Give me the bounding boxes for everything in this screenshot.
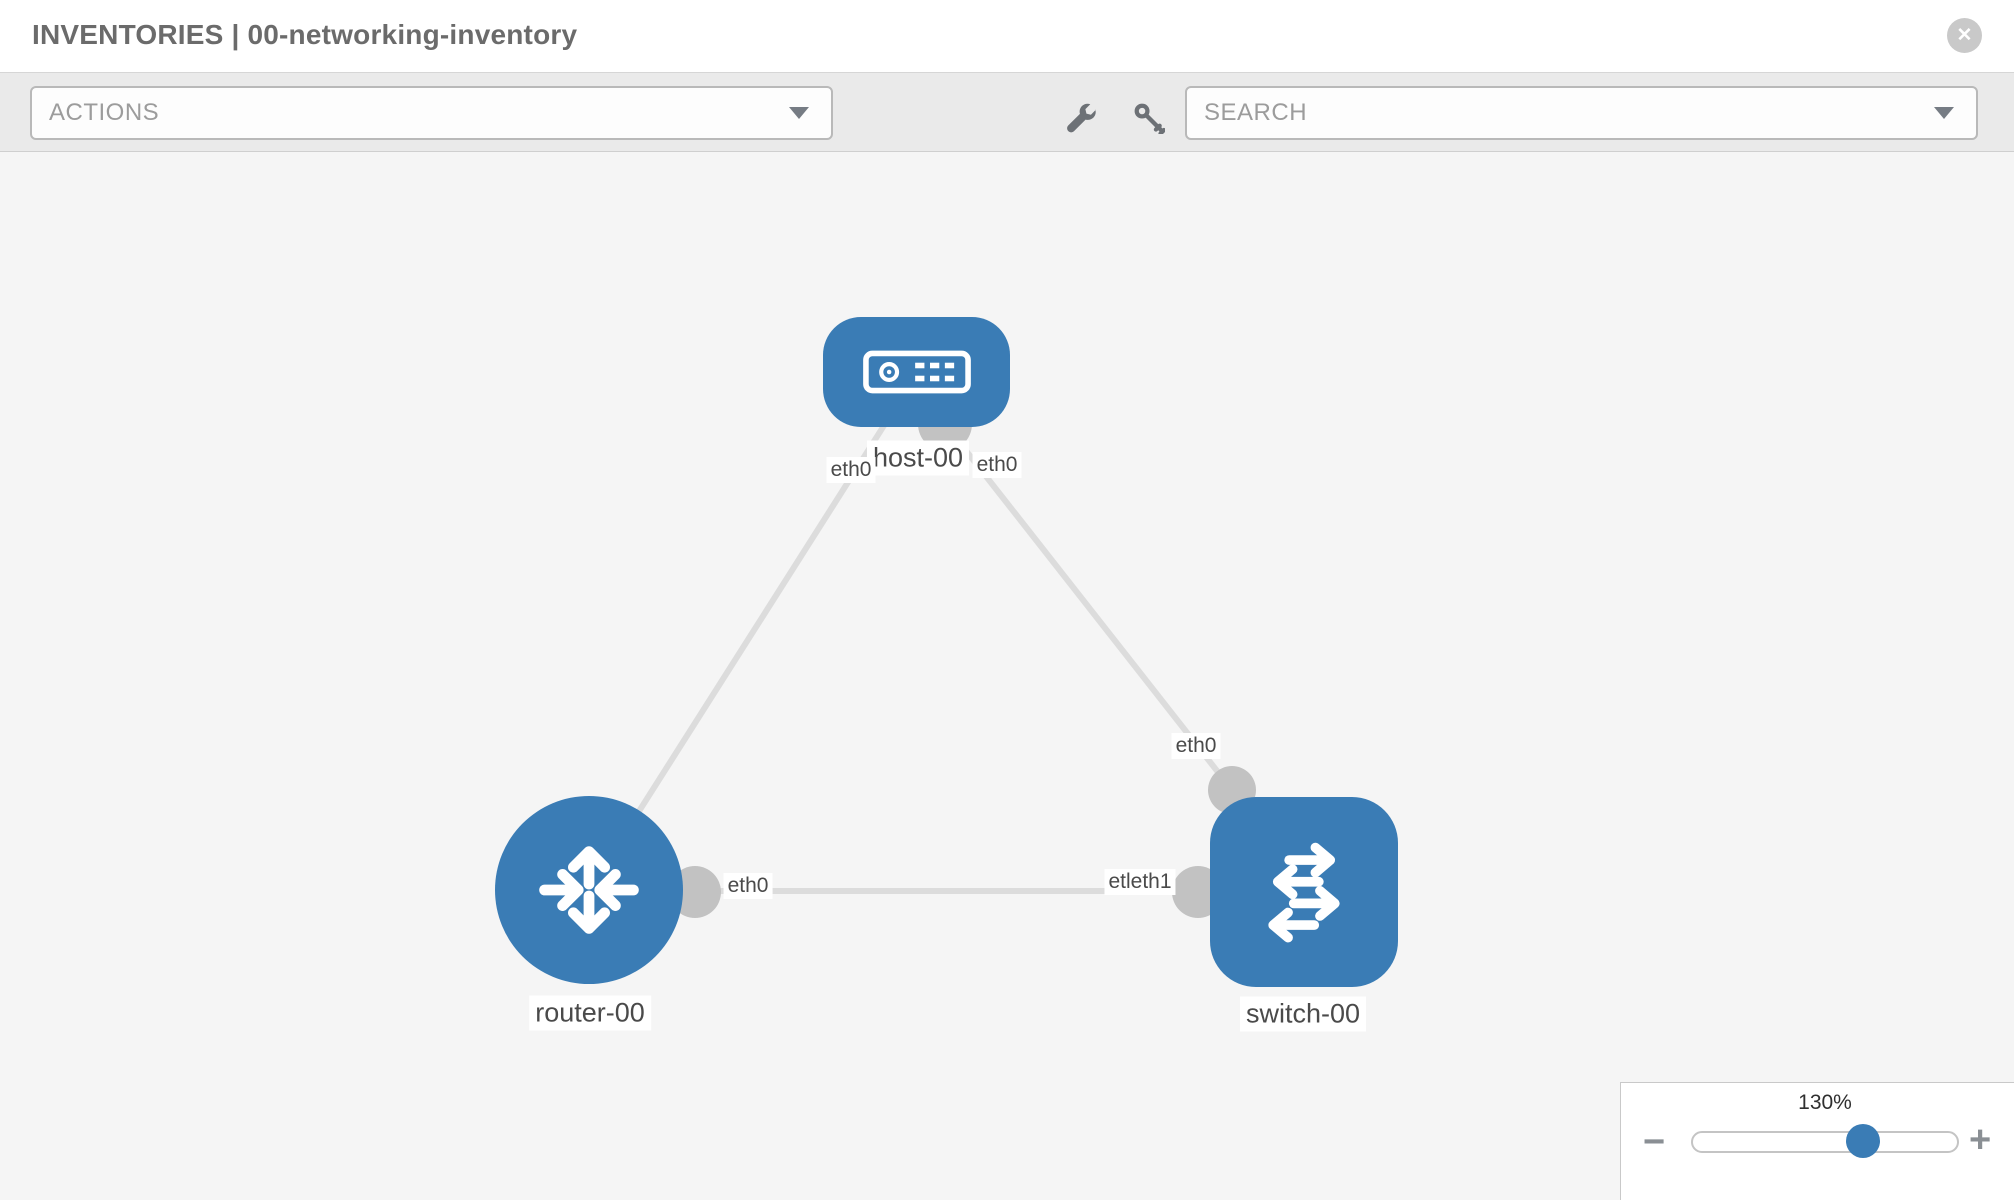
close-icon: ✕ <box>1956 25 1973 46</box>
interface-label-router-right: eth0 <box>723 873 773 899</box>
node-label-switch-00: switch-00 <box>1239 996 1367 1032</box>
minus-icon: − <box>1643 1121 1666 1163</box>
search-dropdown-label: SEARCH <box>1204 99 1308 126</box>
switch-icon <box>1268 842 1340 943</box>
search-dropdown[interactable]: SEARCH <box>1185 86 1978 140</box>
interface-label-host-right: eth0 <box>972 452 1022 478</box>
node-switch-00[interactable] <box>1210 797 1398 987</box>
interface-label-link-mid: etleth1 <box>1104 869 1176 895</box>
actions-dropdown-label: ACTIONS <box>49 99 160 126</box>
topology-canvas[interactable]: host-00 router-00 switch-00 eth0 eth0 et… <box>0 152 2014 1200</box>
toolbar: ACTIONS SEARCH <box>0 72 2014 152</box>
wrench-icon <box>1067 103 1096 133</box>
configure-button[interactable] <box>1060 97 1102 139</box>
zoom-panel: 130% − + <box>1620 1082 2014 1200</box>
key-icon <box>1134 103 1165 134</box>
plus-icon: + <box>1969 1119 1992 1161</box>
header: INVENTORIES | 00-networking-inventory ✕ <box>0 0 2014 72</box>
chevron-down-icon <box>1934 107 1954 119</box>
interface-label-host-left: eth0 <box>826 457 876 483</box>
close-button[interactable]: ✕ <box>1947 18 1982 53</box>
node-host-00[interactable] <box>823 317 1010 427</box>
credentials-button[interactable] <box>1128 97 1170 139</box>
zoom-level: 130% <box>1798 1091 1852 1114</box>
chevron-down-icon <box>789 107 809 119</box>
topology-links-layer <box>586 370 1256 918</box>
interface-label-switch-top: eth0 <box>1171 733 1221 759</box>
zoom-in-button[interactable]: + <box>1969 1121 1991 1159</box>
zoom-slider-track[interactable] <box>1691 1124 1959 1158</box>
zoom-out-button[interactable]: − <box>1643 1123 1665 1161</box>
page-title: INVENTORIES | 00-networking-inventory <box>32 19 578 50</box>
zoom-slider-thumb[interactable] <box>1846 1124 1880 1158</box>
host-icon <box>862 350 971 394</box>
link-host-switch[interactable] <box>942 422 1235 792</box>
node-label-host-00: host-00 <box>866 440 970 476</box>
node-router-00[interactable] <box>495 796 683 984</box>
node-label-router-00: router-00 <box>529 995 651 1031</box>
router-icon <box>539 846 639 934</box>
actions-dropdown[interactable]: ACTIONS <box>30 86 833 140</box>
